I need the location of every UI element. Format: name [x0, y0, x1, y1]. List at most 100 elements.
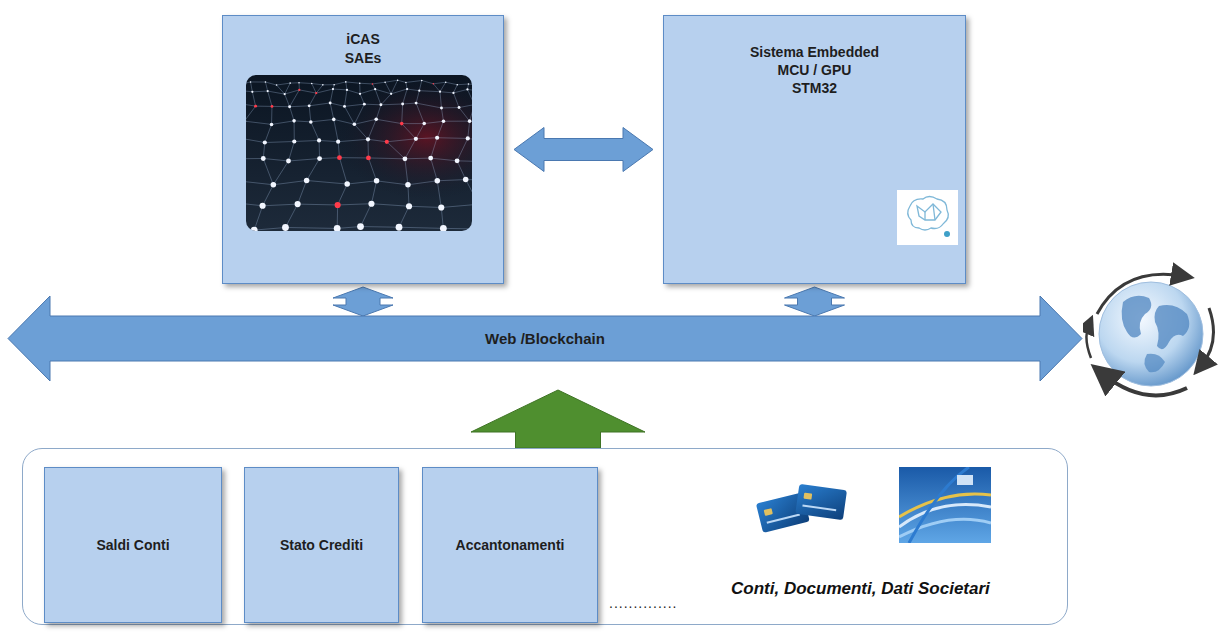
- continent: [1122, 296, 1152, 338]
- network-link: [307, 180, 348, 184]
- network-dot: [289, 82, 291, 84]
- network-link: [246, 181, 273, 185]
- node-label: STM32: [792, 79, 837, 97]
- network-link: [381, 94, 391, 105]
- network-link: [440, 82, 446, 91]
- network-dot: [271, 105, 274, 108]
- network-link: [330, 103, 334, 119]
- network-link: [405, 158, 431, 160]
- network-link: [271, 106, 272, 124]
- network-dot: [250, 81, 252, 83]
- bus-band: Web /Blockchain: [8, 316, 1082, 361]
- network-link: [459, 108, 470, 122]
- network-link: [272, 106, 290, 107]
- plug: [957, 475, 973, 485]
- network-link: [309, 103, 330, 106]
- network-dot: [435, 136, 439, 140]
- continent: [1155, 305, 1190, 349]
- network-dot: [357, 223, 364, 230]
- network-dot: [396, 224, 403, 231]
- network-link: [254, 206, 262, 230]
- network-dot: [276, 84, 278, 86]
- network-link: [277, 83, 291, 85]
- network-link: [367, 139, 368, 158]
- network-dot: [406, 203, 412, 209]
- network-dot: [440, 106, 443, 109]
- network-link: [457, 161, 466, 180]
- network-link: [290, 107, 294, 121]
- network-link: [398, 80, 406, 82]
- network-link: [263, 158, 273, 184]
- network-dot: [366, 156, 371, 161]
- network-link: [298, 204, 338, 206]
- network-dot: [267, 90, 269, 92]
- network-link: [387, 142, 405, 159]
- network-link: [307, 159, 320, 181]
- network-link: [402, 124, 416, 139]
- network-link: [354, 124, 368, 139]
- network-dot: [385, 140, 389, 144]
- network-dot: [445, 81, 447, 83]
- network-dot: [284, 93, 286, 95]
- network-link: [299, 90, 316, 93]
- network-link: [360, 89, 375, 94]
- network-link: [440, 92, 441, 108]
- network-dot: [374, 88, 376, 90]
- network-link: [470, 105, 472, 122]
- network-glow: [246, 75, 472, 231]
- network-dot: [251, 227, 258, 231]
- network-link: [354, 119, 376, 124]
- network-link: [290, 105, 310, 107]
- card: [795, 484, 847, 520]
- network-link: [268, 91, 272, 106]
- network-dot: [292, 119, 296, 123]
- ellipsis-label: ..............: [609, 595, 677, 611]
- network-link: [288, 159, 319, 161]
- network-dot: [379, 103, 382, 106]
- network-dot: [440, 225, 447, 231]
- network-link: [290, 90, 300, 107]
- network-link: [246, 103, 256, 106]
- network-link: [431, 158, 438, 181]
- network-link: [419, 91, 440, 92]
- network-link: [359, 83, 360, 94]
- network-dot: [372, 83, 374, 85]
- network-dot: [458, 106, 461, 109]
- network-dot: [251, 91, 253, 93]
- network-link: [361, 226, 400, 228]
- network-dot: [334, 225, 341, 231]
- band-shape: [8, 296, 1082, 381]
- network-dot: [374, 178, 380, 184]
- network-link: [391, 80, 397, 94]
- network-link: [337, 227, 360, 229]
- network-link: [347, 181, 376, 184]
- network-dot: [463, 177, 469, 183]
- network-dot: [263, 140, 267, 144]
- data-panel: Conti, Documenti, Dati SocietariSaldi Co…: [22, 448, 1068, 625]
- network-link: [416, 103, 424, 124]
- network-link: [437, 180, 465, 181]
- network-link: [424, 121, 443, 123]
- network-link: [294, 121, 311, 122]
- network-link: [441, 204, 472, 207]
- network-link: [311, 119, 334, 122]
- network-dot: [298, 89, 300, 91]
- network-link: [263, 158, 288, 161]
- network-link: [312, 84, 317, 94]
- node-label: Stato Crediti: [280, 537, 363, 553]
- network-link: [334, 119, 355, 124]
- network-link: [272, 121, 295, 125]
- network-link: [399, 206, 409, 227]
- network-link: [345, 106, 355, 124]
- network-link: [338, 139, 368, 141]
- cable-illustration: [899, 467, 991, 543]
- network-dot: [282, 224, 289, 231]
- network-link: [285, 94, 290, 107]
- network-link: [323, 84, 334, 85]
- network-link: [330, 103, 344, 106]
- network-dot: [317, 138, 321, 142]
- network-dot: [438, 204, 444, 210]
- network-link: [299, 82, 312, 84]
- network-dot: [397, 79, 399, 81]
- network-dot: [421, 80, 423, 82]
